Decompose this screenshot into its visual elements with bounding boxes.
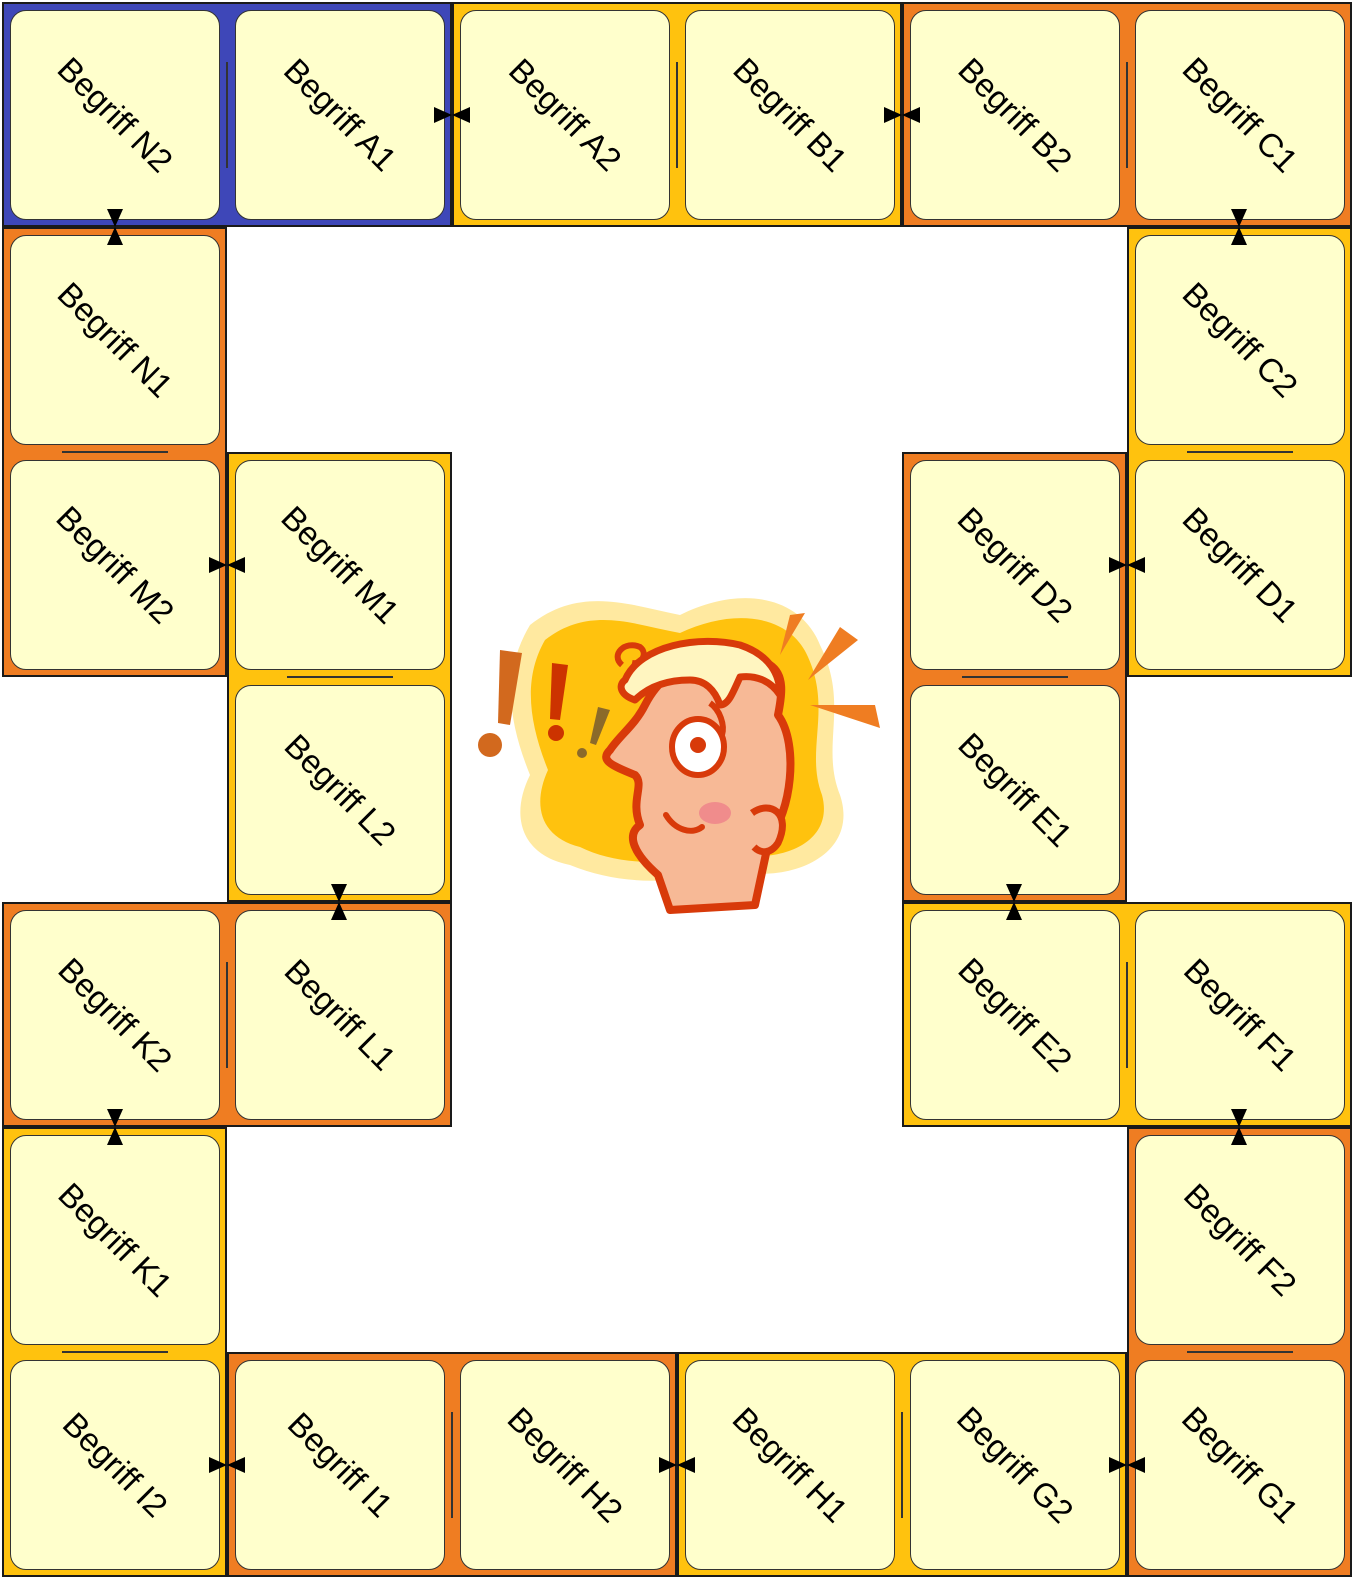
domino-divider: [451, 1412, 453, 1518]
tile-a1[interactable]: Begriff A1: [235, 10, 445, 220]
tile-label: Begriff H1: [724, 1399, 854, 1529]
tile-l2[interactable]: Begriff L2: [235, 685, 445, 895]
domino-divider: [901, 1412, 903, 1518]
connector-arrow-icon: [1219, 1107, 1259, 1147]
tile-label: Begriff F1: [1176, 951, 1304, 1079]
connector-arrow-icon: [1107, 1445, 1147, 1485]
domino-divider: [62, 1351, 168, 1353]
tile-label: Begriff D2: [949, 499, 1079, 629]
tile-label: Begriff I1: [280, 1405, 400, 1525]
connector-arrow-icon: [657, 1445, 697, 1485]
tile-b2[interactable]: Begriff B2: [910, 10, 1120, 220]
tile-label: Begriff B1: [725, 50, 854, 179]
tile-label: Begriff C2: [1174, 274, 1304, 404]
tile-label: Begriff C1: [1174, 49, 1304, 179]
domino-divider: [226, 962, 228, 1068]
tile-label: Begriff H2: [499, 1399, 629, 1529]
tile-f1[interactable]: Begriff F1: [1135, 910, 1345, 1120]
tile-label: Begriff I2: [55, 1405, 175, 1525]
tile-label: Begriff D1: [1174, 499, 1304, 629]
tile-i2[interactable]: Begriff I2: [10, 1360, 220, 1570]
connector-arrow-icon: [994, 882, 1034, 922]
domino-divider: [962, 676, 1068, 678]
tile-label: Begriff N2: [49, 49, 179, 179]
tile-label: Begriff A1: [276, 51, 404, 179]
tile-n2[interactable]: Begriff N2: [10, 10, 220, 220]
tile-e1[interactable]: Begriff E1: [910, 685, 1120, 895]
tile-label: Begriff E2: [950, 950, 1079, 1079]
tile-c2[interactable]: Begriff C2: [1135, 235, 1345, 445]
connector-arrow-icon: [882, 95, 922, 135]
connector-arrow-icon: [1219, 207, 1259, 247]
tile-n1[interactable]: Begriff N1: [10, 235, 220, 445]
tile-label: Begriff A2: [501, 51, 629, 179]
tile-label: Begriff K1: [50, 1175, 179, 1304]
tile-m1[interactable]: Begriff M1: [235, 460, 445, 670]
tile-k2[interactable]: Begriff K2: [10, 910, 220, 1120]
tile-label: Begriff M1: [273, 498, 406, 631]
domino-divider: [676, 62, 678, 168]
connector-arrow-icon: [1107, 545, 1147, 585]
tile-a2[interactable]: Begriff A2: [460, 10, 670, 220]
tile-label: Begriff K2: [50, 950, 179, 1079]
connector-arrow-icon: [207, 545, 247, 585]
tile-k1[interactable]: Begriff K1: [10, 1135, 220, 1345]
connector-arrow-icon: [95, 1107, 135, 1147]
tile-b1[interactable]: Begriff B1: [685, 10, 895, 220]
domino-divider: [62, 451, 168, 453]
domino-divider: [226, 62, 228, 168]
tile-d1[interactable]: Begriff D1: [1135, 460, 1345, 670]
tile-d2[interactable]: Begriff D2: [910, 460, 1120, 670]
domino-divider: [1126, 962, 1128, 1068]
tile-m2[interactable]: Begriff M2: [10, 460, 220, 670]
tile-g1[interactable]: Begriff G1: [1135, 1360, 1345, 1570]
connector-arrow-icon: [319, 882, 359, 922]
surprised-man-head-icon: [470, 585, 890, 925]
tile-h1[interactable]: Begriff H1: [685, 1360, 895, 1570]
tile-label: Begriff B2: [950, 50, 1079, 179]
connector-arrow-icon: [432, 95, 472, 135]
tile-label: Begriff L1: [276, 951, 402, 1077]
tile-label: Begriff N1: [49, 274, 179, 404]
tile-label: Begriff L2: [276, 726, 402, 852]
domino-divider: [1187, 1351, 1293, 1353]
tile-i1[interactable]: Begriff I1: [235, 1360, 445, 1570]
tile-f2[interactable]: Begriff F2: [1135, 1135, 1345, 1345]
tile-e2[interactable]: Begriff E2: [910, 910, 1120, 1120]
tile-label: Begriff M2: [48, 498, 181, 631]
connector-arrow-icon: [95, 207, 135, 247]
domino-divider: [1187, 451, 1293, 453]
tile-label: Begriff G2: [949, 1399, 1080, 1530]
tile-label: Begriff G1: [1174, 1399, 1305, 1530]
tile-label: Begriff F2: [1176, 1176, 1304, 1304]
tile-g2[interactable]: Begriff G2: [910, 1360, 1120, 1570]
tile-h2[interactable]: Begriff H2: [460, 1360, 670, 1570]
domino-divider: [287, 676, 393, 678]
tile-label: Begriff E1: [950, 725, 1079, 854]
tile-l1[interactable]: Begriff L1: [235, 910, 445, 1120]
connector-arrow-icon: [207, 1445, 247, 1485]
tile-c1[interactable]: Begriff C1: [1135, 10, 1345, 220]
domino-divider: [1126, 62, 1128, 168]
